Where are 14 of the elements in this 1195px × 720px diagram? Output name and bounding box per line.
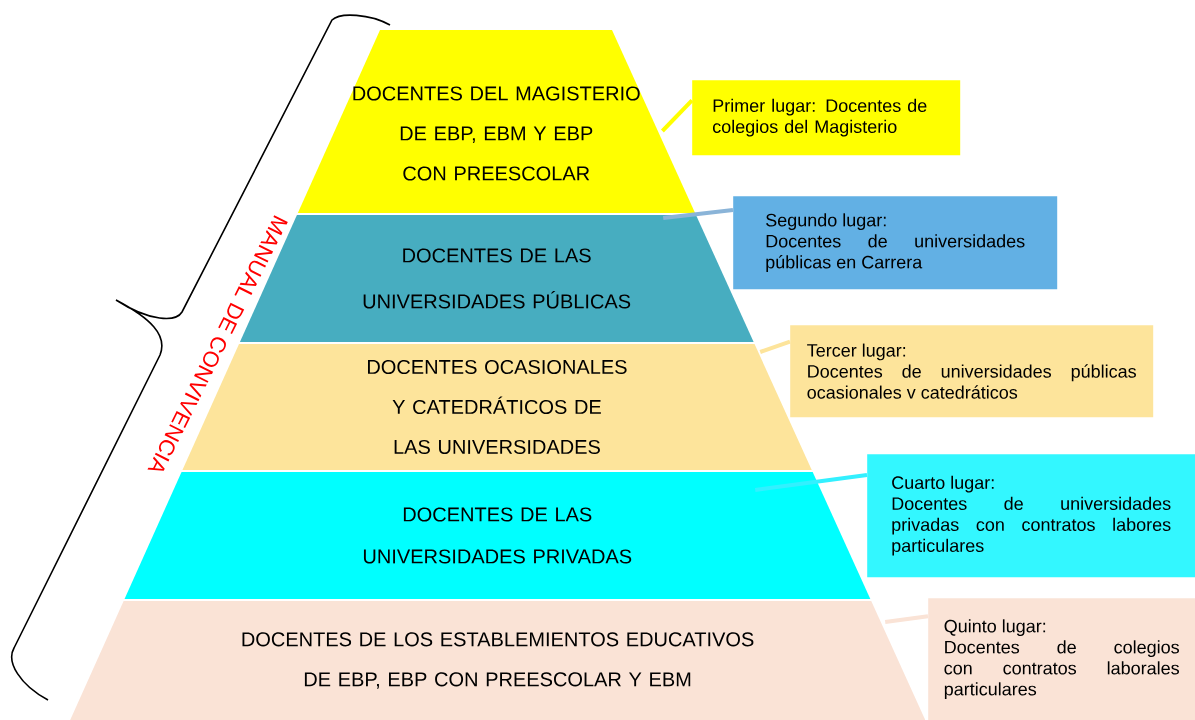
leader-line: [754, 472, 868, 492]
leader-line: [660, 98, 694, 133]
pyramid-level: DOCENTES DE LOS ESTABLEMIENTOS EDUCATIVOS DE EBP, EBP CON PREESCOLAR Y EBM: [70, 601, 926, 720]
callout-box: Cuarto lugar: Docentes de universidades privadas con contratos labores particulares: [867, 454, 1195, 578]
pyramid-level: DOCENTES DE LAS UNIVERSIDADES PRIVADAS: [124, 472, 871, 599]
callout-box: Segundo lugar: Docentes de universidades públicas en Carrera: [733, 196, 1058, 290]
callout-box: Tercer lugar: Docentes de universidades públicas ocasionales v catedráticos: [790, 325, 1154, 418]
leader-line: [759, 339, 791, 354]
leader-line: [662, 208, 734, 220]
callout-box: Primer lugar: Docentes de colegios del Magisterio: [692, 80, 961, 156]
pyramid-level: DOCENTES DEL MAGISTERIO DE EBP, EBM Y EBP CON PREESCOLAR: [297, 30, 696, 213]
leader-line: [884, 614, 929, 624]
callout-box: Quinto lugar: Docentes de colegios con contratos laborales particulares: [928, 598, 1195, 720]
node-label: DOCENTES OCASIONALES Y CATEDRÁTICOS DE LAS UNIVERSIDADES: [368, 359, 627, 455]
